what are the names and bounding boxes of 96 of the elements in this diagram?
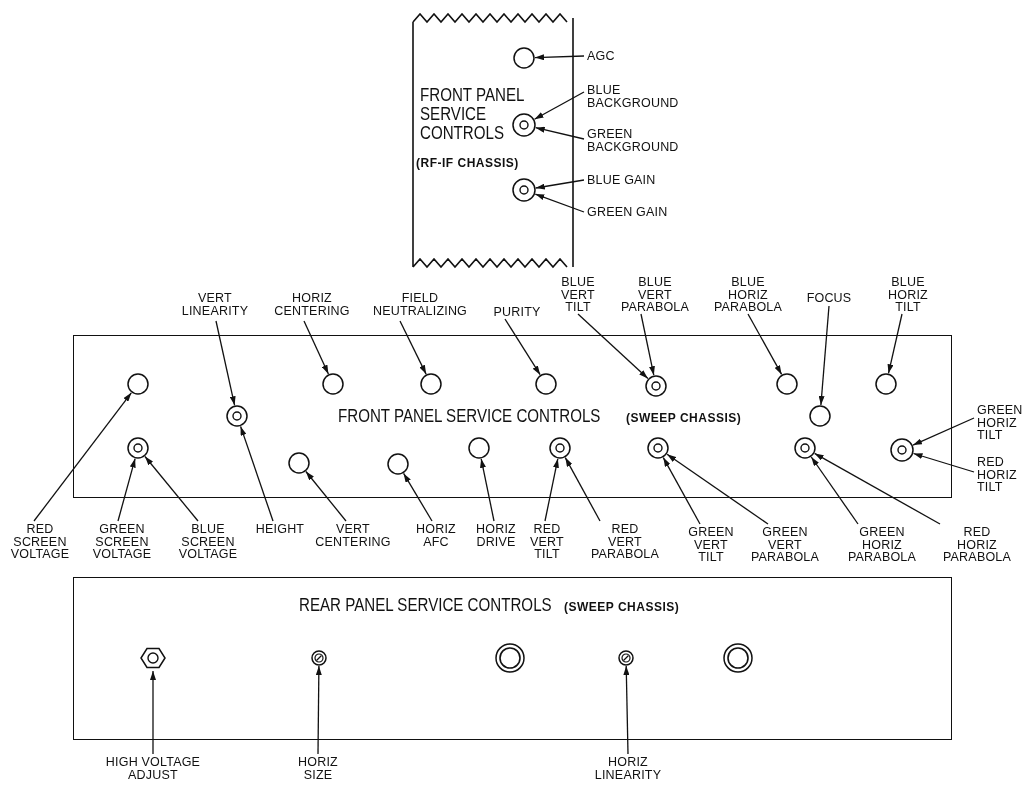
knob-icon [126, 372, 150, 396]
leader-line [215, 320, 236, 406]
control-label: GREEN SCREEN VOLTAGE [92, 523, 152, 561]
leader-line [564, 456, 601, 522]
leader-line [504, 318, 541, 376]
control-label: BLUE VERT TILT [561, 276, 595, 314]
control-label: HEIGHT [255, 523, 305, 536]
leader-line [535, 126, 585, 140]
leader-line [623, 665, 630, 755]
screw-adjuster-icon [310, 649, 328, 667]
panel-outline [73, 577, 952, 740]
leader-line [315, 665, 322, 755]
control-label: HIGH VOLTAGE ADJUST [105, 756, 201, 781]
knob-icon [534, 372, 558, 396]
panel-subtitle: (RF-IF CHASSIS) [416, 156, 519, 170]
control-label: RED HORIZ TILT [977, 456, 1017, 494]
control-label: HORIZ DRIVE [476, 523, 516, 548]
leader-line [813, 452, 941, 525]
ring-jack-icon [722, 642, 754, 674]
concentric-knob-icon [511, 112, 537, 138]
leader-line [912, 417, 975, 446]
panel-title: REAR PANEL SERVICE CONTROLS [299, 596, 552, 615]
control-label: FIELD NEUTRALIZING [372, 292, 468, 317]
control-label: FOCUS [806, 292, 852, 305]
leader-line [535, 179, 585, 190]
control-label: BLUE HORIZ TILT [888, 276, 928, 314]
leader-line [662, 456, 701, 525]
leader-line [150, 670, 156, 755]
control-label: BLUE VERT PARABOLA [620, 276, 690, 314]
leader-line [399, 320, 427, 375]
knob-icon [386, 452, 410, 476]
control-label: BLUE BACKGROUND [587, 84, 679, 109]
control-label: GREEN VERT TILT [688, 526, 734, 564]
leader-line [818, 305, 830, 406]
control-label: RED SCREEN VOLTAGE [10, 523, 70, 561]
knob-icon [467, 436, 491, 460]
concentric-knob-icon [511, 177, 537, 203]
leader-line [534, 193, 585, 213]
leader-line [144, 455, 199, 522]
ring-jack-icon [494, 642, 526, 674]
panel-title: FRONT PANEL SERVICE CONTROLS [338, 407, 601, 426]
knob-icon [419, 372, 443, 396]
control-label: RED VERT PARABOLA [590, 523, 660, 561]
knob-icon [808, 404, 832, 428]
control-label: BLUE SCREEN VOLTAGE [178, 523, 238, 561]
leader-line [912, 452, 975, 473]
leader-line [533, 91, 585, 120]
leader-line [305, 470, 347, 522]
concentric-knob-icon [646, 436, 670, 460]
control-label: BLUE HORIZ PARABOLA [713, 276, 783, 314]
control-label: HORIZ LINEARITY [594, 756, 662, 781]
knob-icon [775, 372, 799, 396]
leader-line [303, 320, 330, 375]
control-label: GREEN BACKGROUND [587, 128, 679, 153]
knob-icon [512, 46, 536, 70]
concentric-knob-icon [126, 436, 150, 460]
panel-subtitle: (SWEEP CHASSIS) [626, 411, 742, 425]
leader-line [640, 313, 655, 376]
panel-title: FRONT PANEL SERVICE CONTROLS [420, 86, 525, 143]
control-label: HORIZ CENTERING [274, 292, 350, 317]
concentric-knob-icon [644, 374, 668, 398]
leader-line [402, 472, 433, 522]
leader-line [544, 458, 559, 522]
leader-line [747, 313, 783, 376]
screw-adjuster-icon [617, 649, 635, 667]
concentric-knob-icon [548, 436, 572, 460]
panel-subtitle: (SWEEP CHASSIS) [564, 600, 680, 614]
control-label: BLUE GAIN [587, 174, 656, 187]
control-label: HORIZ SIZE [298, 756, 338, 781]
leader-line [666, 453, 769, 525]
leader-line [33, 392, 132, 522]
control-label: RED VERT TILT [530, 523, 564, 561]
leader-line [887, 313, 903, 374]
control-label: GREEN HORIZ TILT [977, 404, 1023, 442]
leader-line [480, 458, 495, 522]
concentric-knob-icon [889, 437, 915, 463]
leader-line [577, 313, 649, 380]
panel-outline [73, 335, 952, 498]
leader-line [534, 54, 585, 61]
control-label: HORIZ AFC [416, 523, 456, 548]
knob-icon [287, 451, 311, 475]
control-label: AGC [587, 50, 615, 63]
leader-line [239, 425, 274, 522]
control-label: VERT CENTERING [315, 523, 391, 548]
concentric-knob-icon [793, 436, 817, 460]
leader-line [117, 457, 136, 522]
control-label: GREEN GAIN [587, 206, 668, 219]
control-label: GREEN HORIZ PARABOLA [847, 526, 917, 564]
knob-icon [874, 372, 898, 396]
leader-line [810, 456, 859, 525]
control-label: VERT LINEARITY [181, 292, 249, 317]
concentric-knob-icon [225, 404, 249, 428]
control-label: RED HORIZ PARABOLA [942, 526, 1012, 564]
control-label: GREEN VERT PARABOLA [750, 526, 820, 564]
knob-icon [321, 372, 345, 396]
control-label: PURITY [493, 306, 541, 319]
